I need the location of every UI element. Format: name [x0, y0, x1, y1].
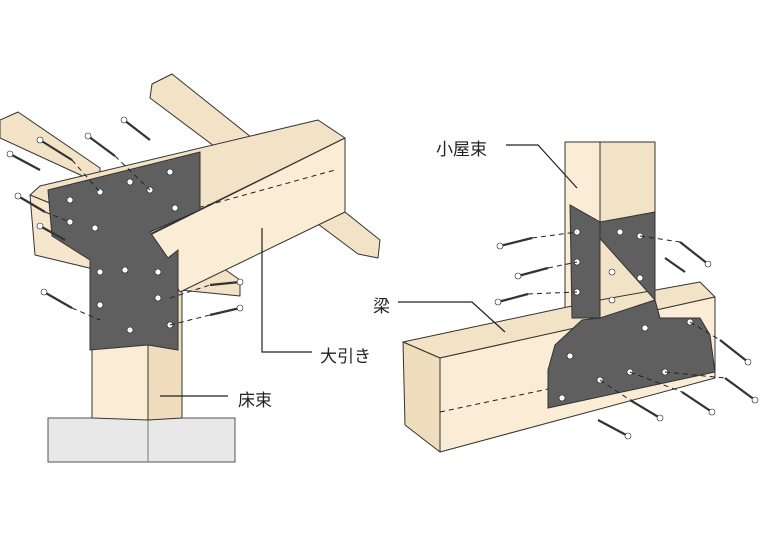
label-sleeper-beam: 大引き	[320, 347, 371, 367]
metal-plate-right	[547, 204, 716, 409]
foundation-block	[47, 417, 236, 463]
label-roof-post: 小屋束	[436, 140, 487, 160]
metal-plate-left	[47, 151, 201, 351]
plate-holes-right	[558, 228, 694, 402]
label-beam: 梁	[373, 297, 390, 317]
joist-left	[0, 111, 101, 185]
screw-heads-right	[494, 242, 759, 440]
screws-right	[497, 236, 756, 437]
roof-post-assembly	[398, 141, 759, 453]
screw-heads-left	[6, 116, 244, 312]
label-floor-post: 床束	[238, 391, 272, 411]
screws-left	[9, 119, 241, 317]
floor-post-assembly	[0, 73, 381, 463]
